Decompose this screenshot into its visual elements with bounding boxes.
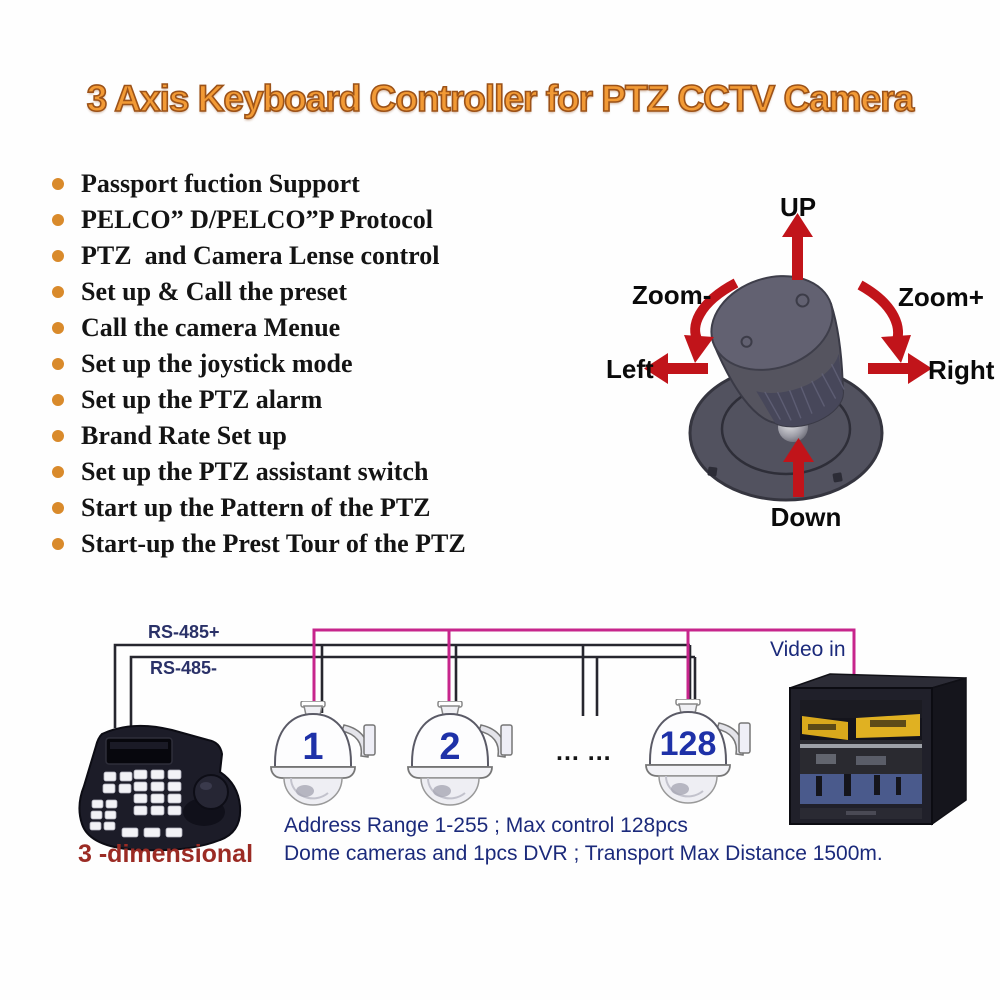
feature-label: Call the camera Menue [81,313,341,342]
feature-item: Start up the Pattern of the PTZ [52,490,466,526]
bullet-icon [52,250,64,262]
video-wires [312,628,856,713]
feature-item: Set up & Call the preset [52,274,466,310]
camera-number: 1 [302,726,323,768]
joystick-label-right: Right [928,355,995,385]
zoom-plus-arrowhead-icon [881,335,911,363]
bullet-icon [52,178,64,190]
joystick-label-up: UP [779,192,817,222]
bullet-icon [52,214,64,226]
bullet-icon [52,538,64,550]
feature-label: PTZ and Camera Lense control [81,241,440,270]
rs485-minus-label: RS-485- [150,658,218,678]
feature-label: Set up & Call the preset [81,277,348,306]
feature-label: Set up the joystick mode [81,349,353,378]
dome-camera-2: 2 [407,701,513,806]
feature-item: PTZ and Camera Lense control [52,238,466,274]
bullet-icon [52,430,64,442]
feature-item: Set up the PTZ assistant switch [52,454,466,490]
feature-item: Set up the PTZ alarm [52,382,466,418]
controller-caption: 3 -dimensional [78,840,254,868]
rs485-plus-label: RS-485+ [148,622,220,642]
keyboard-controller [78,724,242,852]
more-cameras-ellipsis: ... ... [556,738,612,766]
bullet-icon [52,394,64,406]
monitor-screen [800,700,922,804]
feature-item: Set up the joystick mode [52,346,466,382]
feature-label: Start up the Pattern of the PTZ [81,493,431,522]
dome-camera-128: 128 [645,699,751,804]
bullet-icon [52,358,64,370]
down-arrow-icon [783,438,814,497]
zoom-minus-arrowhead-icon [684,335,714,363]
up-arrow-icon [782,213,813,280]
bullet-icon [52,466,64,478]
page-title: 3 Axis Keyboard Controller for PTZ CCTV … [86,77,915,120]
right-arrow-icon [868,353,932,384]
controller-joystick [183,774,229,826]
joystick-label-left: Left [606,354,654,384]
feature-item: PELCO” D/PELCO”P Protocol [52,202,466,238]
camera-number: 2 [439,726,460,768]
controller-lcd [105,737,173,765]
camera-number: 128 [660,725,717,763]
video-monitor [789,673,967,826]
caption-line-1: Address Range 1-255 ; Max control 128pcs [284,814,688,837]
left-arrow-icon [644,353,708,384]
lcd-glare [110,742,168,749]
video-in-label: Video in [770,638,846,661]
feature-label: Set up the PTZ alarm [81,385,323,414]
direction-arrows [644,213,932,497]
feature-item: Call the camera Menue [52,310,466,346]
dome-camera-1: 1 [270,701,376,806]
controller-keys [89,769,183,838]
feature-label: Set up the PTZ assistant switch [81,457,429,486]
caption-line-2: Dome cameras and 1pcs DVR ; Transport Ma… [284,842,883,865]
monitor-side [931,676,967,826]
feature-item: Passport fuction Support [52,166,466,202]
bullet-icon [52,502,64,514]
feature-label: Start-up the Prest Tour of the PTZ [81,529,466,558]
feature-item: Brand Rate Set up [52,418,466,454]
feature-label: PELCO” D/PELCO”P Protocol [81,205,433,234]
joystick-illustration [644,213,932,502]
feature-label: Brand Rate Set up [81,421,287,450]
bullet-icon [52,286,64,298]
feature-item: Start-up the Prest Tour of the PTZ [52,526,466,562]
zoom-arrows [684,278,911,363]
joystick-label-zoom-minus: Zoom- [632,280,712,310]
feature-label: Passport fuction Support [81,169,360,198]
joystick-label-zoom-plus: Zoom+ [898,282,984,312]
joystick-label-down: Down [770,502,842,532]
feature-list: Passport fuction Support PELCO” D/PELCO”… [52,166,466,562]
joystick-knob [710,275,845,428]
bullet-icon [52,322,64,334]
